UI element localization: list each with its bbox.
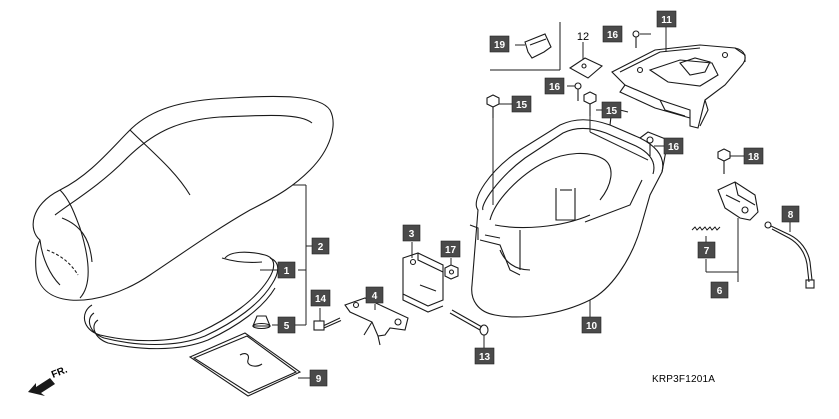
bolt-14-drawing (313, 317, 342, 331)
callout-13[interactable]: 13 (474, 347, 495, 365)
callout-7-label: 7 (704, 246, 710, 257)
spring-7-drawing (691, 226, 721, 231)
callout-17[interactable]: 17 (440, 240, 461, 258)
callout-3-label: 3 (409, 229, 415, 240)
callouts: 1 2 3 4 5 6 7 (277, 10, 800, 387)
callout-19-label: 19 (494, 40, 506, 51)
callout-18[interactable]: 18 (743, 147, 764, 165)
callout-11[interactable]: 11 (656, 10, 677, 28)
seat-drawing (32, 95, 334, 301)
callout-2[interactable]: 2 (311, 237, 330, 255)
callout-12[interactable]: 12 (577, 31, 589, 43)
callout-6[interactable]: 6 (710, 281, 729, 299)
luggage-box-drawing (469, 107, 669, 318)
cable-8-drawing (764, 221, 815, 289)
bracket-3-drawing (402, 252, 444, 313)
callout-4[interactable]: 4 (365, 286, 384, 304)
callout-16-right[interactable]: 16 (663, 137, 684, 155)
callout-4-label: 4 (372, 291, 378, 302)
document-bag-drawing (188, 332, 302, 397)
callout-15-right-label: 15 (606, 106, 618, 117)
callout-16-middle[interactable]: 16 (544, 77, 565, 95)
callout-2-label: 2 (318, 242, 324, 253)
callout-16-top[interactable]: 16 (602, 25, 623, 43)
callout-15-left-label: 15 (516, 100, 528, 111)
callout-11-label: 11 (661, 15, 672, 26)
divider-lines (490, 22, 561, 71)
callout-8-label: 8 (788, 210, 794, 221)
seat-band-drawing (83, 251, 279, 350)
seat-hinge-drawing (344, 297, 409, 346)
callout-5-label: 5 (284, 321, 290, 332)
front-direction-arrow: FR. (28, 364, 69, 396)
callout-9[interactable]: 9 (309, 369, 328, 387)
callout-15-right[interactable]: 15 (601, 101, 622, 119)
clip-19-drawing (524, 33, 552, 59)
callout-8[interactable]: 8 (781, 205, 800, 223)
callout-19[interactable]: 19 (489, 35, 510, 53)
callout-14[interactable]: 14 (310, 289, 331, 307)
clip-12-drawing (568, 57, 604, 79)
callout-13-label: 13 (479, 352, 491, 363)
callout-5[interactable]: 5 (277, 316, 296, 334)
bolt-15-drawings (486, 91, 597, 118)
callout-15-left[interactable]: 15 (511, 95, 532, 113)
callout-18-label: 18 (748, 152, 760, 163)
callout-10-label: 10 (586, 321, 598, 332)
callout-1[interactable]: 1 (277, 261, 296, 279)
callout-17-label: 17 (445, 245, 457, 256)
callout-7[interactable]: 7 (697, 241, 716, 259)
carrier-11-drawing (611, 44, 746, 129)
direction-label: FR. (50, 364, 69, 380)
callout-9-label: 9 (316, 374, 322, 385)
callout-10[interactable]: 10 (581, 316, 602, 334)
nut-17-drawing (444, 264, 459, 280)
callout-16-middle-label: 16 (549, 82, 561, 93)
callout-16-right-label: 16 (668, 142, 680, 153)
callout-1-label: 1 (284, 266, 290, 277)
seat-rubber-drawing (252, 315, 271, 330)
callout-6-label: 6 (717, 286, 723, 297)
screw-16-drawings (574, 30, 654, 156)
callout-14-label: 14 (315, 294, 327, 305)
bolt-18-drawing (717, 148, 731, 174)
callout-3[interactable]: 3 (402, 224, 421, 242)
callout-16-top-label: 16 (607, 30, 619, 41)
leader-lines (260, 27, 791, 379)
diagram-code: KRP3F1201A (652, 374, 715, 385)
callout-12-label: 12 (577, 31, 589, 43)
pin-13-drawing (449, 309, 489, 336)
seat-catch-6-drawing (717, 181, 759, 221)
